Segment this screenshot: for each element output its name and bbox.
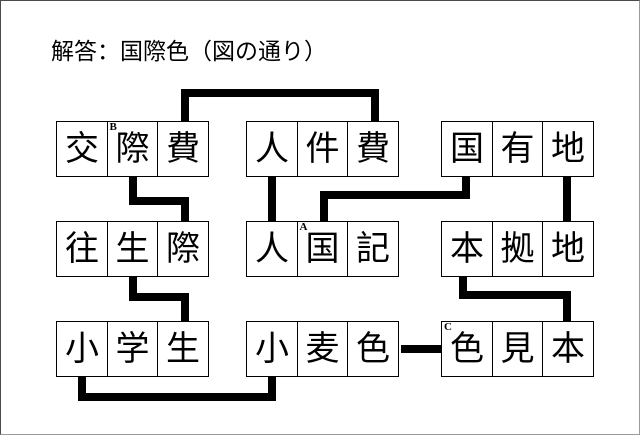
cell-marker-c: C [444, 321, 452, 333]
cell-char: 件 [305, 129, 340, 169]
cell-char: 交 [65, 129, 99, 169]
word-group-jinkenhi[interactable]: 人 件 費 [246, 121, 399, 177]
word-group-komugiiro[interactable]: 小 麦 色 [246, 321, 399, 377]
wire-sei-sei [129, 277, 189, 321]
kanji-cell[interactable]: 人 [246, 121, 298, 177]
word-group-shougakusei[interactable]: 小 学 生 [56, 321, 209, 377]
kanji-cell[interactable]: 見 [491, 321, 544, 377]
cell-char: 学 [115, 329, 150, 369]
kanji-cell[interactable]: 記 [347, 221, 399, 277]
kanji-cell[interactable]: C 色 [441, 321, 493, 377]
kanji-cell[interactable]: 小 [56, 321, 108, 377]
kanji-cell[interactable]: 地 [542, 121, 594, 177]
kanji-cell[interactable]: 費 [157, 121, 209, 177]
kanji-cell[interactable]: 地 [542, 221, 594, 277]
cell-char: 本 [551, 329, 585, 369]
kanji-cell[interactable]: A 国 [296, 221, 349, 277]
cell-char: 地 [551, 229, 585, 269]
wire-hi-hi [181, 89, 379, 121]
cell-char: 費 [166, 129, 200, 169]
cell-char: 生 [166, 329, 200, 369]
kanji-cell[interactable]: 人 [246, 221, 298, 277]
kanji-cell[interactable]: 学 [106, 321, 159, 377]
cell-char: 生 [115, 229, 150, 269]
word-group-kokuyuuchi[interactable]: 国 有 地 [441, 121, 594, 177]
cell-char: 拠 [500, 229, 535, 269]
kanji-cell[interactable]: 生 [157, 321, 209, 377]
cell-char: 際 [115, 129, 150, 169]
word-group-oujougiwa[interactable]: 往 生 際 [56, 221, 209, 277]
kanji-cell[interactable]: 費 [347, 121, 399, 177]
page-title: 解答：国際色（図の通り） [51, 39, 327, 65]
kanji-cell[interactable]: 本 [542, 321, 594, 377]
cell-char: 際 [166, 229, 200, 269]
word-group-iromihon[interactable]: C 色 見 本 [441, 321, 594, 377]
word-group-kousaihi[interactable]: 交 B 際 費 [56, 121, 209, 177]
kanji-cell[interactable]: 本 [441, 221, 493, 277]
cell-char: 往 [65, 229, 99, 269]
cell-char: 記 [356, 229, 390, 269]
cell-char: 地 [551, 129, 585, 169]
cell-char: 人 [255, 229, 289, 269]
kanji-cell[interactable]: 国 [441, 121, 493, 177]
wire-sai-sai [129, 177, 189, 221]
cell-char: 麦 [305, 329, 340, 369]
cell-char: 人 [255, 129, 289, 169]
cell-char: 色 [356, 329, 390, 369]
kanji-cell[interactable]: 拠 [491, 221, 544, 277]
word-group-honkyochi[interactable]: 本 拠 地 [441, 221, 594, 277]
kanji-cell[interactable]: 際 [157, 221, 209, 277]
kanji-cell[interactable]: 色 [347, 321, 399, 377]
wire-hon-hon [459, 277, 571, 321]
wire-koku-ki [320, 177, 470, 221]
cell-char: 費 [356, 129, 390, 169]
cell-char: 見 [500, 329, 535, 369]
kanji-cell[interactable]: B 際 [106, 121, 159, 177]
kanji-cell[interactable]: 生 [106, 221, 159, 277]
cell-char: 有 [500, 129, 535, 169]
cell-char: 色 [450, 329, 484, 369]
kanji-cell[interactable]: 麦 [296, 321, 349, 377]
kanji-cell[interactable]: 交 [56, 121, 108, 177]
cell-marker-a: A [299, 221, 308, 233]
kanji-cell[interactable]: 小 [246, 321, 298, 377]
cell-marker-b: B [109, 121, 117, 133]
word-group-jinkokuki[interactable]: 人 A 国 記 [246, 221, 399, 277]
kanji-cell[interactable]: 往 [56, 221, 108, 277]
cell-char: 小 [65, 329, 99, 369]
cell-char: 国 [305, 229, 340, 269]
cell-char: 本 [450, 229, 484, 269]
wire-ko-ko [78, 377, 276, 401]
cell-char: 小 [255, 329, 289, 369]
kanji-cell[interactable]: 有 [491, 121, 544, 177]
cell-char: 国 [450, 129, 484, 169]
kanji-cell[interactable]: 件 [296, 121, 349, 177]
